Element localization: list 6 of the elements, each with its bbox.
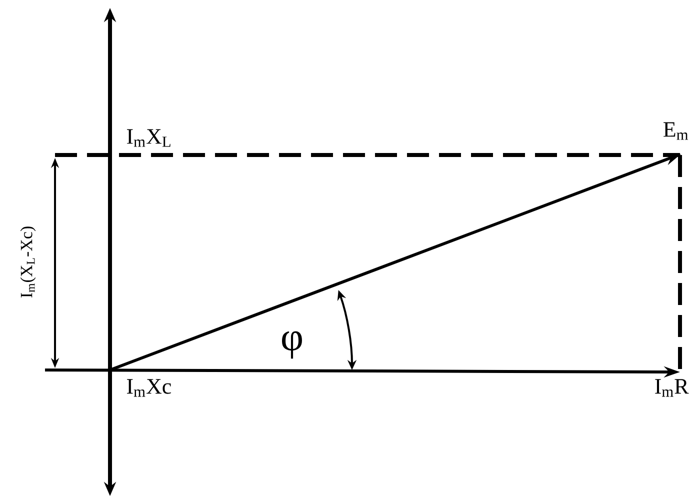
angle-label: φ (282, 331, 302, 359)
phasor-label: I$_{m}$R (655, 379, 689, 397)
axis-label: I$_{m}$Xc (127, 379, 171, 397)
axis-label: I$_{m}$X$_{L}$ (127, 129, 170, 147)
phasor-label: E$_{m}$ (664, 122, 688, 140)
dimension-label: I$_{m}$(X$_{L}$-Xc) (20, 226, 36, 298)
